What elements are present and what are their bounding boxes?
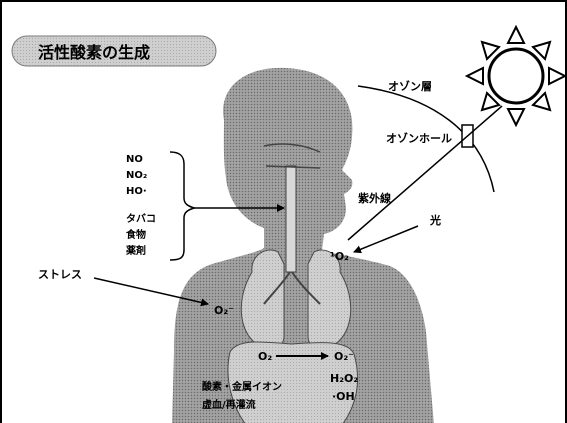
o2-start-label: O₂ (258, 350, 272, 363)
light-arrow (354, 226, 418, 252)
title-badge: 活性酸素の生成 (12, 36, 216, 66)
title-text: 活性酸素の生成 (38, 43, 150, 62)
body-silhouette (172, 68, 434, 423)
causes-line2: 虚血/再灌流 (202, 398, 256, 411)
superoxide-end-label: O₂⁻ (334, 350, 354, 363)
lifestyle-drug: 薬剤 (125, 244, 146, 257)
pollutant-no2: NO₂ (126, 170, 147, 181)
lifestyle-food: 食物 (125, 228, 146, 241)
pollutant-no: NO (126, 154, 143, 165)
lifestyle-tobacco: タバコ (126, 213, 156, 225)
pollutant-ho: HO· (126, 186, 147, 197)
superoxide-lung-label: O₂⁻ (214, 304, 234, 317)
causes-line1: 酸素・金属イオン (202, 380, 282, 393)
h2o2-label: H₂O₂ (330, 372, 358, 385)
ozone-hole-label: オゾンホール (386, 131, 452, 145)
hydroxyl-label: ·OH (332, 390, 355, 403)
uv-label: 紫外線 (358, 191, 391, 205)
stress-label: ストレス (38, 268, 82, 281)
ozone-layer-label: オゾン層 (388, 79, 432, 93)
light-label: 光 (429, 213, 441, 227)
sources-bracket (170, 152, 194, 260)
uv-ray-line (348, 106, 502, 240)
singlet-oxygen-label: ¹O₂ (330, 250, 349, 263)
sun-icon (467, 27, 565, 125)
